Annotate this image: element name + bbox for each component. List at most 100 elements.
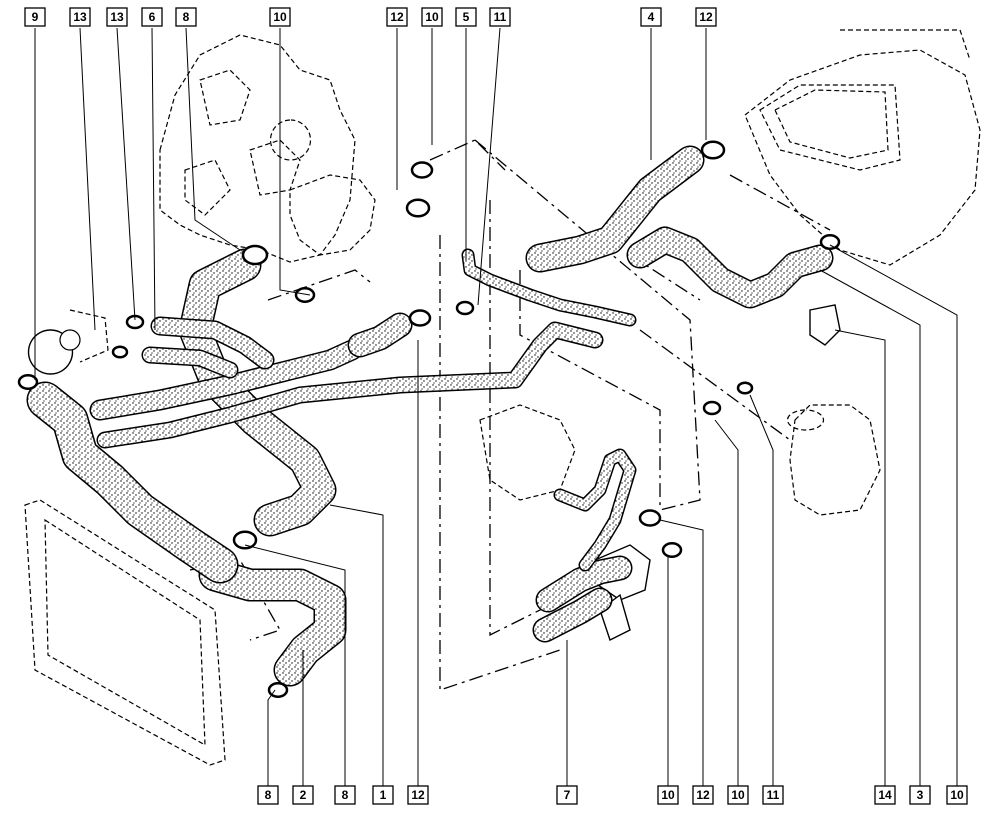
callout-number: 12 [390,10,404,24]
callout-box [946,785,968,805]
hose-9-radiator-bottom-texture [28,383,237,582]
hose-6-oil-cooler [150,316,275,370]
callout-number: 6 [149,10,156,24]
hose-4-heater-feed [525,145,705,273]
callout-box [257,785,279,805]
callout-number: 5 [463,10,470,24]
hose-long-bypass-lower-texture [98,323,602,447]
callout-number: 2 [300,788,307,802]
callouts-top: 9 13 13 6 8 10 12 10 5 11 4 12 [24,7,717,27]
hose-3-heater-return-texture [628,228,832,307]
callout-number: 11 [767,788,780,802]
callout-number: 10 [273,10,287,24]
callout-number: 3 [917,788,924,802]
radiator-outline [24,499,226,766]
callout-box [292,785,314,805]
callout-box [640,7,662,27]
callout-number: 8 [265,788,272,802]
hose-clamp [455,300,475,316]
callout-box [874,785,896,805]
hose-7-lower-b-texture [534,589,611,641]
hose-clamp [410,161,434,179]
callout-number: 8 [183,10,190,24]
hose-clamp [17,374,39,390]
hose-clamp [700,140,726,160]
hose-clamp [819,234,841,250]
callout-number: 10 [425,10,439,24]
hose-7-lower-a-texture [537,557,631,611]
callout-number: 4 [648,10,655,24]
hose-1-main-lower-texture [180,250,335,535]
heater-matrix-outline [744,29,981,266]
hose-clamp [408,309,432,327]
callout-number: 14 [878,788,892,802]
oil-cooler [27,309,109,375]
hose-clamp [736,381,754,395]
callout-number: 12 [699,10,713,24]
hose-6-oil-cooler-texture [152,318,273,368]
leader-lines [34,27,958,786]
hose-long-bypass-upper-texture [91,341,361,419]
hose-clamp [638,509,662,527]
callout-box [69,7,91,27]
callout-box [909,785,931,805]
hose-clamp [241,244,269,266]
callout-number: 8 [342,788,349,802]
callout-box [692,785,714,805]
hose-7-lower-b [532,587,613,643]
clamps-group [17,140,841,698]
hose-long-bypass-upper [89,339,363,421]
hose-throttle-loop-texture [555,450,635,570]
hose-clamp [111,345,129,359]
callout-number: 10 [731,788,745,802]
hose-clamp [267,682,289,698]
hose-clamp [232,530,258,550]
callout-number: 12 [411,788,425,802]
callout-box [695,7,717,27]
hose-2-radiator-top [198,558,347,687]
callout-number: 10 [950,788,964,802]
callout-box [24,7,46,27]
callout-number: 10 [661,788,675,802]
hose-clamp [294,287,316,303]
hose-clamp [661,542,683,558]
hose-3-heater-return [626,226,834,309]
hose-throttle-loop [553,448,637,572]
callout-box [657,785,679,805]
callout-box [372,785,394,805]
throttle-body-outline [479,404,576,501]
hose-4-heater-feed-texture [527,147,703,271]
callout-number: 13 [73,10,87,24]
callout-box [334,785,356,805]
hose-clip-14 [809,304,841,346]
callout-box [727,785,749,805]
engine-block-outline [159,34,356,263]
callout-number: 11 [494,10,507,24]
connection-lines [189,139,831,691]
expansion-tank-outline [786,404,881,516]
callout-box [455,7,477,27]
hose-9-radiator-bottom [26,381,239,584]
callout-box [269,7,291,27]
callout-number: 7 [564,788,571,802]
hose-long-bypass-lower [96,321,604,449]
callout-number: 12 [696,788,710,802]
hose-13-oil-cooler-return [141,346,239,379]
hoses-group [26,145,834,687]
callout-box [386,7,408,27]
hose-clamp [405,198,431,218]
callout-box [407,785,429,805]
callout-box [175,7,197,27]
callout-number: 13 [110,10,124,24]
callout-box [141,7,163,27]
hose-7-lower-a [535,555,633,613]
hose-5-small [461,248,637,327]
callout-box [421,7,443,27]
callout-box [106,7,128,27]
callout-box [556,785,578,805]
water-pump-outline [289,174,376,256]
callout-number: 9 [32,10,39,24]
hose-13-oil-cooler-return-texture [143,348,237,377]
